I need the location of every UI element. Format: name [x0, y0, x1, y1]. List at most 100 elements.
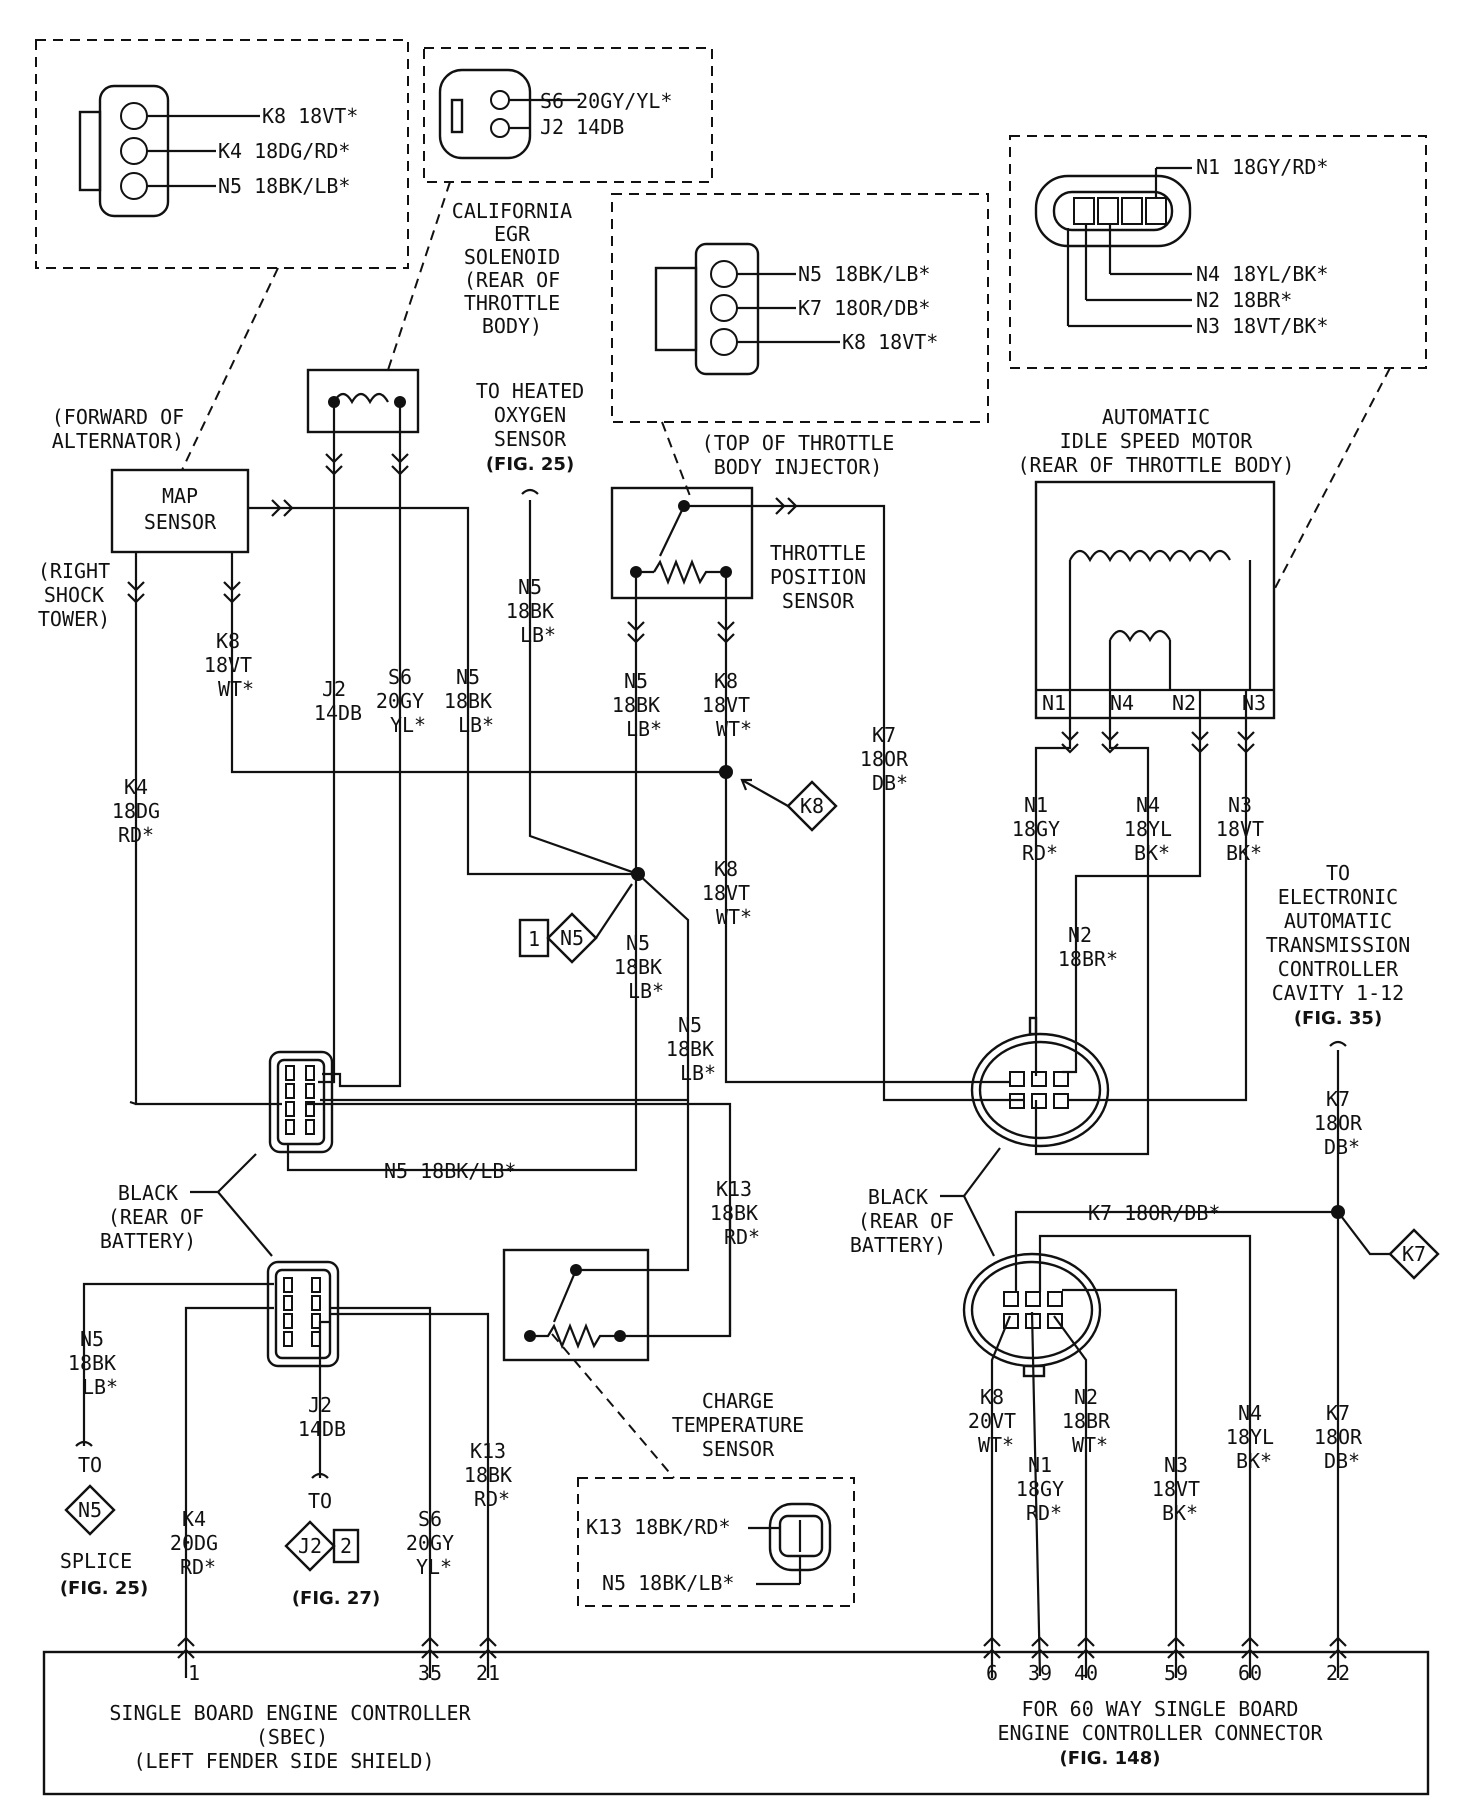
ais-caption-1: AUTOMATIC	[1102, 405, 1210, 429]
j2-sbec-1: J2	[308, 1393, 332, 1417]
trans-6: CAVITY 1-12	[1272, 981, 1404, 1005]
n3-1: N3	[1228, 793, 1252, 817]
j2-ref: (FIG. 27)	[292, 1588, 380, 1609]
egr-solenoid: CALIFORNIA EGR SOLENOID (REAR OF THROTTL…	[306, 199, 572, 434]
s6-egr-3: YL*	[390, 713, 426, 737]
ais-pin-4-label: N3 18VT/BK*	[1196, 314, 1328, 338]
black-right-1: BLACK	[868, 1185, 928, 1209]
cavity-22: 22	[1326, 1661, 1350, 1685]
map-sensor-name-1: MAP	[162, 484, 198, 508]
k8-mid-1: K8	[714, 857, 738, 881]
map-sensor: MAP SENSOR (FORWARD OF ALTERNATOR) (RIGH…	[38, 405, 250, 631]
j2-egr-1: J2	[322, 677, 346, 701]
tps-name-1: THROTTLE	[770, 541, 866, 565]
trans-ref: (FIG. 35)	[1294, 1008, 1382, 1029]
k4-map-3: RD*	[118, 823, 154, 847]
n5-bottom: N5 18BK/LB*	[384, 1159, 516, 1183]
n4-sbec-2: 18YL	[1226, 1425, 1274, 1449]
k7-diamond-label: K7	[1402, 1242, 1426, 1266]
k7-tps-1: K7	[872, 723, 896, 747]
n1-1: N1	[1024, 793, 1048, 817]
s6-egr-2: 20GY	[376, 689, 424, 713]
cavity-60: 60	[1238, 1661, 1262, 1685]
left-upper-black-connector	[268, 1050, 334, 1154]
cts-name-2: TEMPERATURE	[672, 1413, 804, 1437]
s6-sbec-3: YL*	[416, 1555, 452, 1579]
k8-diamond: K8	[740, 778, 838, 832]
o2-caption-1: TO HEATED	[476, 379, 584, 403]
black-left-2: (REAR OF	[108, 1205, 204, 1229]
k8-diamond-label: K8	[800, 794, 824, 818]
k8-mid-3: WT*	[716, 905, 752, 929]
map-pin-1-label: K8 18VT*	[262, 104, 358, 128]
j2-egr-2: 14DB	[314, 701, 362, 725]
o2-fig-ref: (FIG. 25)	[486, 454, 574, 475]
trans-controller-reference: TO ELECTRONIC AUTOMATIC TRANSMISSION CON…	[1266, 861, 1411, 1029]
trans-1: TO	[1326, 861, 1350, 885]
n3-3: BK*	[1226, 841, 1262, 865]
cavity-6: 6	[986, 1661, 998, 1685]
n3-sbec-1: N3	[1164, 1453, 1188, 1477]
map-location-2: ALTERNATOR)	[52, 429, 184, 453]
n1-3: RD*	[1022, 841, 1058, 865]
ais-pin-n2: N2	[1172, 691, 1196, 715]
k8-tps-1: K8	[714, 669, 738, 693]
splice-j2-to: TO	[308, 1489, 332, 1513]
tps-pin-1-label: N5 18BK/LB*	[798, 262, 930, 286]
trans-3: AUTOMATIC	[1284, 909, 1392, 933]
j2-sbec-2: 14DB	[298, 1417, 346, 1441]
n1-sbec-3: RD*	[1026, 1501, 1062, 1525]
cavity-1: 1	[188, 1661, 200, 1685]
k13-sbec-1: K13	[470, 1439, 506, 1463]
j2-diamond-label: J2	[298, 1534, 322, 1558]
n3-sbec-3: BK*	[1162, 1501, 1198, 1525]
cts-name-1: CHARGE	[702, 1389, 774, 1413]
k13-3: RD*	[724, 1225, 760, 1249]
map-connector-inset: K8 18VT* K4 18DG/RD* N5 18BK/LB*	[35, 39, 409, 269]
k4-sbec-3: RD*	[180, 1555, 216, 1579]
sbec-right-2: ENGINE CONTROLLER CONNECTOR	[997, 1721, 1323, 1745]
black-right-2: (REAR OF	[858, 1209, 954, 1233]
j2-diamond-suffix: 2	[340, 1534, 352, 1558]
black-left-label: BLACK (REAR OF BATTERY)	[100, 1153, 273, 1257]
tps-location-2: BODY INJECTOR)	[714, 455, 883, 479]
n5-mid-1: N5	[626, 931, 650, 955]
ais-pin-n4: N4	[1110, 691, 1134, 715]
idle-speed-motor: AUTOMATIC IDLE SPEED MOTOR (REAR OF THRO…	[1018, 405, 1294, 720]
n1-sbec-1: N1	[1028, 1453, 1052, 1477]
s6-sbec-1: S6	[418, 1507, 442, 1531]
n5-o2-1: N5	[518, 575, 542, 599]
cts-pin-1-label: K13 18BK/RD*	[586, 1515, 731, 1539]
k13-2: 18BK	[710, 1201, 758, 1225]
n4-3: BK*	[1134, 841, 1170, 865]
n4-sbec-3: BK*	[1236, 1449, 1272, 1473]
trans-4: TRANSMISSION	[1266, 933, 1411, 957]
tps-pin-3-label: K8 18VT*	[842, 330, 938, 354]
ais-pin-n1: N1	[1042, 691, 1066, 715]
sbec-controller: 1 35 21 6 39 40 59 60 22 SINGLE BOARD EN…	[42, 1636, 1430, 1796]
egr-pin-2-label: J2 14DB	[540, 115, 624, 139]
k7-diamond: K7	[1388, 1228, 1440, 1280]
sbec-right-1: FOR 60 WAY SINGLE BOARD	[1022, 1697, 1299, 1721]
map-sensor-name-2: SENSOR	[144, 510, 217, 534]
k7-tps-2: 18OR	[860, 747, 909, 771]
n5-map-3: LB*	[458, 713, 494, 737]
wire-labels: K4 18DG RD* K8 18VT WT* J2 14DB S6 20GY …	[68, 575, 1363, 1579]
black-left-1: BLACK	[118, 1181, 178, 1205]
k8-sbec-3: WT*	[978, 1433, 1014, 1457]
k7-right-3: DB*	[1324, 1135, 1360, 1159]
n3-sbec-2: 18VT	[1152, 1477, 1200, 1501]
ais-pin-2-label: N4 18YL/BK*	[1196, 262, 1328, 286]
k8-sbec-2: 20VT	[968, 1409, 1016, 1433]
n5-left-1: N5	[80, 1327, 104, 1351]
map-pin-3-label: N5 18BK/LB*	[218, 174, 350, 198]
k7-sbec-2: 18OR	[1314, 1425, 1363, 1449]
tps-pin-2-label: K7 18OR/DB*	[798, 296, 930, 320]
ais-connector-inset: N1 18GY/RD* N4 18YL/BK* N2 18BR* N3 18VT…	[1009, 135, 1427, 369]
n5-map-1: N5	[456, 665, 480, 689]
black-right-label: BLACK (REAR OF BATTERY)	[850, 1147, 1001, 1257]
n4-sbec-1: N4	[1238, 1401, 1262, 1425]
n5-tps-3: LB*	[626, 717, 662, 741]
n5-o2-2: 18BK	[506, 599, 554, 623]
tps-location-1: (TOP OF THROTTLE	[702, 431, 895, 455]
